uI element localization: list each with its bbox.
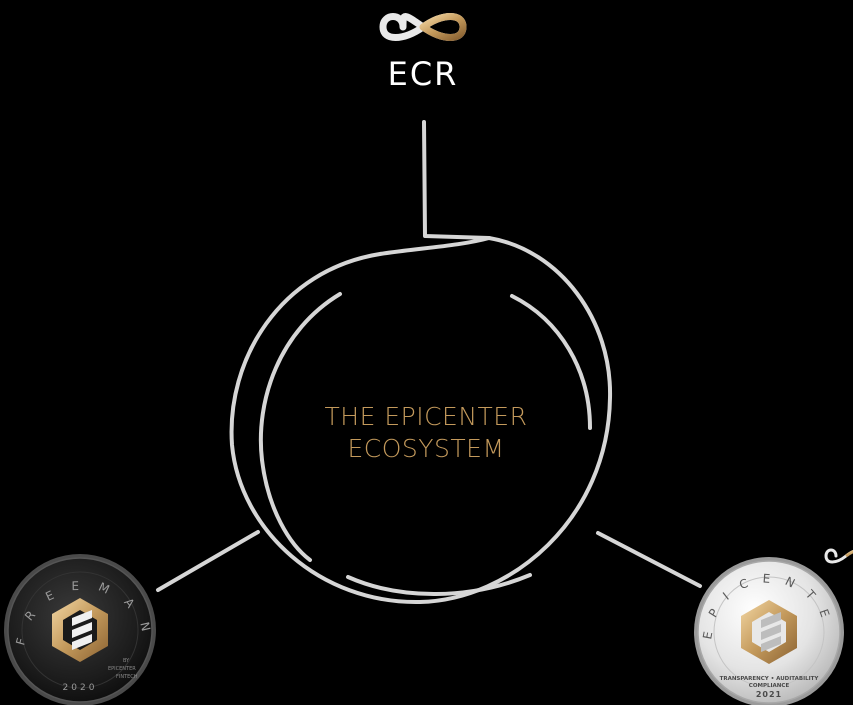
epicenter-hex-logo <box>52 598 108 662</box>
ecr-logo-text: ECR <box>387 55 459 93</box>
inner-arc-right <box>510 294 592 430</box>
freeman-small-text-2: EPICENTER <box>108 666 136 672</box>
ecosystem-title: THE EPICENTER ECOSYSTEM <box>276 401 576 465</box>
freeman-coin: FREEMAN BY EPICENTER FINTECH 2020 <box>4 554 156 705</box>
outer-ring <box>229 236 613 605</box>
right-connector-line <box>596 531 702 588</box>
epicenter-band-line-2: COMPLIANCE <box>749 683 790 689</box>
freeman-year: 2020 <box>63 683 98 693</box>
left-connector-line <box>156 530 260 592</box>
epicenter-year: 2021 <box>756 690 782 699</box>
infinity-icon <box>379 13 467 41</box>
freeman-small-text-1: BY <box>123 658 130 664</box>
freeman-small-text-3: FINTECH <box>116 674 138 680</box>
epicenter-hex-logo-silver <box>741 600 797 664</box>
corner-infinity-icon <box>824 548 853 564</box>
top-connector-line <box>422 120 491 240</box>
ecosystem-title-line-1: THE EPICENTER <box>324 402 528 431</box>
epicenter-ring-text: EPICENTER <box>0 0 823 640</box>
epicenter-band-line-1: TRANSPARENCY • AUDITABILITY <box>720 676 820 682</box>
svg-text:EPICENTER: EPICENTER <box>0 0 823 640</box>
inner-arc-bottom <box>346 573 532 596</box>
ecosystem-title-line-2: ECOSYSTEM <box>347 434 505 463</box>
inner-arc-left <box>258 292 342 562</box>
